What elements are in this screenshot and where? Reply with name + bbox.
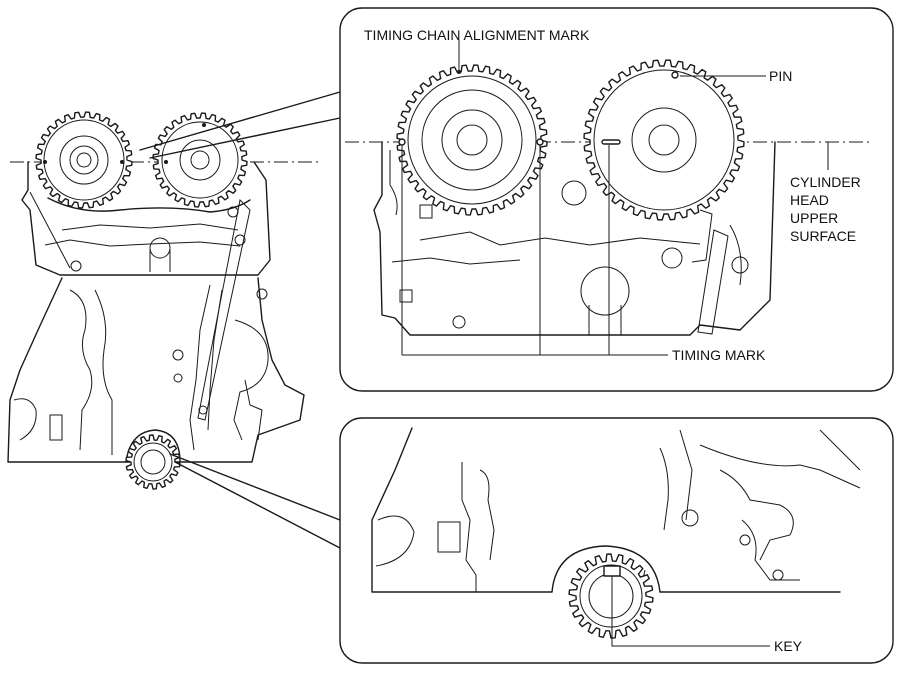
detail-left-gear-ring-2 [441, 109, 503, 171]
detail-crankshaft-sprocket [568, 553, 654, 639]
detail-left-gear-ring-1 [421, 89, 523, 191]
label-pin: PIN [769, 68, 792, 84]
label-cylinder-line-3: UPPER [790, 210, 838, 226]
main-crankshaft-sprocket [125, 434, 181, 490]
detail-right-gear-ring-0 [593, 69, 735, 211]
main-right-gear-ring-1 [179, 139, 221, 181]
main-left-gear-ring-0 [43, 119, 125, 201]
main-left-gear-ring-2 [69, 145, 99, 175]
main-left-gear-ring-3 [76, 152, 92, 168]
bottom-detail-box [339, 417, 894, 664]
timing-mark-leader [401, 145, 668, 356]
detail-left-gear-ring-3 [456, 124, 488, 156]
detail-crank-gear-teeth [568, 553, 654, 639]
detail-crank-gear-ring-0 [579, 564, 643, 628]
key-leader [611, 576, 770, 647]
cylinder-block-outline [7, 277, 305, 463]
pin-marker [671, 71, 679, 79]
label-timing-mark: TIMING MARK [672, 347, 766, 363]
timing-mark-slot [601, 139, 621, 145]
label-cylinder-line-2: HEAD [790, 192, 829, 208]
bottom-detail-block [371, 427, 861, 593]
main-timing-dot-0 [43, 160, 47, 164]
leader-to-bottom-detail [169, 453, 341, 549]
label-cylinder-line-1: CYLINDER [790, 174, 861, 190]
label-timing-chain-alignment-mark: TIMING CHAIN ALIGNMENT MARK [364, 27, 590, 43]
main-right-gear-ring-0 [161, 121, 239, 199]
main-timing-dot-1 [120, 160, 124, 164]
leader-to-top-detail [139, 91, 341, 159]
detail-right-camshaft-sprocket [583, 59, 745, 221]
cylinder-head-outline [21, 161, 271, 276]
detail-left-gear-ring-0 [407, 75, 537, 205]
engine-front-view [7, 161, 320, 463]
detail-right-gear-teeth [583, 59, 745, 221]
timing-mark-dot-right [536, 138, 544, 146]
main-left-gear-ring-1 [59, 135, 109, 185]
timing-mark-dot-left [398, 138, 406, 146]
label-key: KEY [774, 638, 803, 654]
main-crank-gear-ring-0 [133, 442, 173, 482]
main-right-gear-ring-2 [190, 150, 210, 170]
crank-key [603, 565, 621, 577]
alignment-mark-dot [457, 70, 461, 74]
label-cylinder-line-4: SURFACE [790, 228, 856, 244]
detail-right-gear-ring-1 [631, 107, 697, 173]
main-right-gear-teeth [152, 112, 248, 208]
detail-right-gear-ring-2 [648, 124, 680, 156]
main-crank-gear-ring-1 [140, 449, 166, 475]
main-right-camshaft-sprocket [152, 112, 248, 208]
main-left-camshaft-sprocket [35, 111, 133, 209]
main-timing-dot-2 [164, 160, 168, 164]
main-timing-dot-3 [202, 123, 206, 127]
main-left-gear-teeth [35, 111, 133, 209]
